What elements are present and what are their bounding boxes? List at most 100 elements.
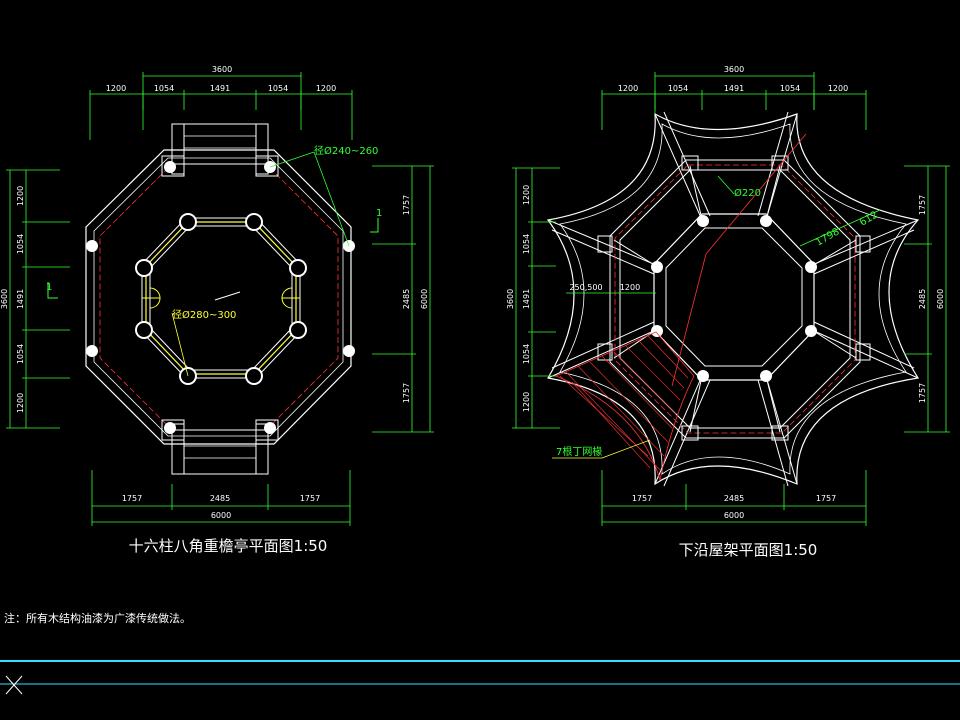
right-dim-left-seg: 1200 xyxy=(522,392,531,412)
left-outer-post xyxy=(343,345,355,357)
left-inner-post xyxy=(135,321,153,339)
left-dim-right-total: 6000 xyxy=(420,289,429,309)
left-outer-leader xyxy=(313,151,350,247)
left-inner-post xyxy=(289,321,307,339)
left-dim-right-seg: 1757 xyxy=(402,383,411,403)
right-dim-left-seg: 1491 xyxy=(522,289,531,309)
right-red-leader xyxy=(671,253,707,387)
left-section-mark-left xyxy=(47,282,58,299)
left-post-pad xyxy=(161,419,185,441)
right-rafter-hatch xyxy=(554,331,695,481)
ucs-icon xyxy=(5,675,23,695)
left-callout-inner: 径Ø280~300 xyxy=(172,308,236,321)
right-outer-ring xyxy=(609,159,861,439)
right-door-swing xyxy=(281,297,300,309)
left-inner-post xyxy=(289,259,307,277)
right-post xyxy=(805,325,817,337)
left-plan-title: 十六柱八角重檐亭平面图1:50 xyxy=(129,537,328,555)
right-callout-rafter: 7根丁网椽 xyxy=(556,445,602,458)
left-dim-bottom-seg: 2485 xyxy=(210,494,230,503)
left-dim-right-seg: 2485 xyxy=(402,289,411,309)
left-inner-leader xyxy=(171,312,189,377)
right-dim-top-seg: 1054 xyxy=(668,84,688,93)
right-dim-top-seg: 1491 xyxy=(724,84,744,93)
left-dim-top-seg: 1200 xyxy=(106,84,126,93)
right-dim-right-seg: 1757 xyxy=(918,195,927,215)
right-inner-ring xyxy=(653,213,815,381)
left-inner-post xyxy=(245,367,263,385)
left-dim-left-total: 3600 xyxy=(0,289,9,309)
left-inner-post xyxy=(245,213,263,231)
left-dim-left-seg: 1200 xyxy=(16,186,25,206)
left-outer-post xyxy=(164,422,176,434)
left-dimension-lines xyxy=(6,72,434,526)
right-plan: Ø220 612 1798 250,500 1200 7根丁网椽 xyxy=(506,65,950,559)
left-outer-post xyxy=(164,161,176,173)
right-dim-top-seg: 1200 xyxy=(618,84,638,93)
left-inner-post xyxy=(179,213,197,231)
left-dim-top-seg: 1491 xyxy=(210,84,230,93)
left-plan: 径Ø240~260 径Ø280~300 1 1 xyxy=(0,65,434,555)
right-post xyxy=(697,215,709,227)
right-dimension-lines xyxy=(512,72,950,526)
right-door-swing xyxy=(281,287,300,299)
left-outer-leader xyxy=(269,151,315,168)
general-note: 注：所有木结构油漆为广漆传统做法。 xyxy=(4,611,191,625)
left-outer-octagon-inner xyxy=(93,157,344,437)
left-dim-left-seg: 1054 xyxy=(16,234,25,254)
left-outer-post xyxy=(86,240,98,252)
left-dim-right-seg: 1757 xyxy=(402,195,411,215)
right-tie-beams xyxy=(613,165,857,433)
right-roof-outline-inner xyxy=(559,123,907,475)
right-plan-title: 下沿屋架平面图1:50 xyxy=(679,541,818,559)
right-dim-right-seg: 1757 xyxy=(918,383,927,403)
right-rafter-leader xyxy=(601,439,651,459)
left-post-pad xyxy=(255,123,269,175)
right-dim-top-seg: 1054 xyxy=(780,84,800,93)
left-dim-bottom-seg: 1757 xyxy=(122,494,142,503)
left-center-mark xyxy=(214,291,241,301)
left-post-pad xyxy=(255,419,279,441)
left-outer-octagon xyxy=(85,149,352,445)
left-post-pad xyxy=(171,123,185,175)
left-door-swing xyxy=(142,287,161,299)
left-dim-left-seg: 1491 xyxy=(16,289,25,309)
right-bracket xyxy=(855,235,871,253)
left-section-label-left: 1 xyxy=(46,282,52,293)
right-bracket xyxy=(597,235,613,253)
right-bracket xyxy=(855,343,871,361)
left-outer-post xyxy=(86,345,98,357)
left-callout-outer: 径Ø240~260 xyxy=(314,144,378,157)
right-bracket xyxy=(681,425,699,441)
right-outer-centerline xyxy=(614,164,856,434)
left-post-pad xyxy=(255,155,279,177)
left-dim-bottom-total: 6000 xyxy=(211,511,231,520)
right-post xyxy=(760,215,772,227)
left-inner-post xyxy=(135,259,153,277)
right-post xyxy=(651,325,663,337)
left-dim-top-seg: 1200 xyxy=(316,84,336,93)
right-dim-inner-mid: 1200 xyxy=(620,283,640,292)
left-outer-post xyxy=(264,422,276,434)
right-bracket xyxy=(771,155,789,171)
right-dim-bottom-seg: 1757 xyxy=(632,494,652,503)
right-dim-inner-left: 250,500 xyxy=(569,283,602,292)
right-post xyxy=(805,261,817,273)
left-dim-bottom-seg: 1757 xyxy=(300,494,320,503)
right-dim-right-total: 6000 xyxy=(936,289,945,309)
right-dim-left-seg: 1200 xyxy=(522,185,531,205)
right-post xyxy=(760,370,772,382)
right-dim-left-seg: 1054 xyxy=(522,344,531,364)
right-bracket xyxy=(597,343,613,361)
left-door-swing xyxy=(142,297,161,309)
right-dim-right-seg: 2485 xyxy=(918,289,927,309)
right-post xyxy=(651,261,663,273)
left-post-pad xyxy=(171,423,185,475)
left-dim-top-total: 3600 xyxy=(212,65,232,74)
left-dim-left-seg: 1200 xyxy=(16,393,25,413)
left-dim-left-seg: 1054 xyxy=(16,344,25,364)
right-dim-left-seg: 1054 xyxy=(522,234,531,254)
left-outer-centerline xyxy=(99,163,339,431)
right-bracket xyxy=(771,425,789,441)
